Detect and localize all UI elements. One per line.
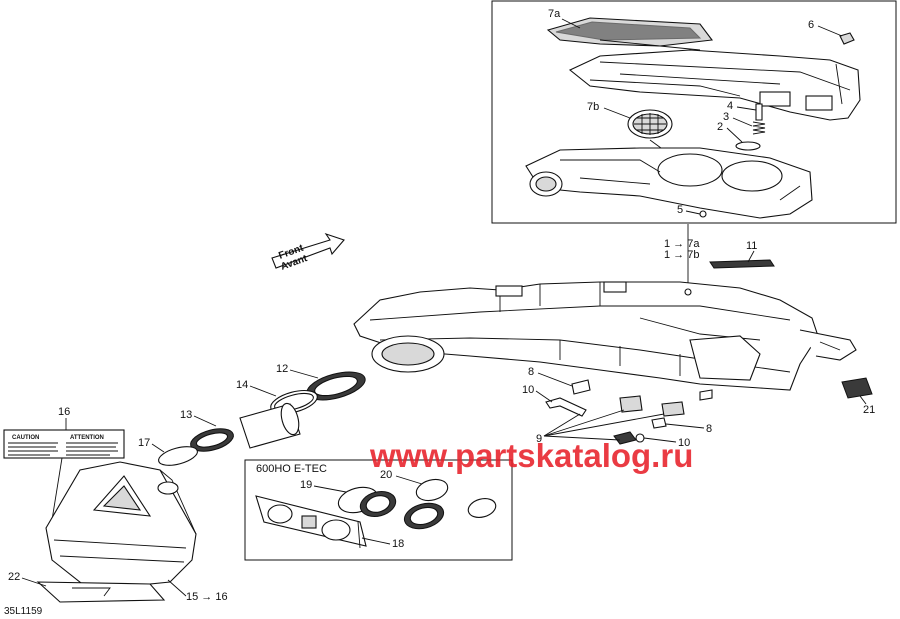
callout-7b: 7b xyxy=(587,101,599,113)
callout-21: 21 xyxy=(863,404,875,416)
leader-9a xyxy=(543,413,581,437)
part-22-pad[interactable] xyxy=(36,581,166,603)
part-airbox-lid-lower[interactable] xyxy=(525,147,813,219)
callout-18: 18 xyxy=(392,538,404,550)
callout-2: 2 xyxy=(717,121,723,133)
callout-8b: 8 xyxy=(706,423,712,435)
front-direction-arrow: Front Avant xyxy=(271,232,345,273)
leader-10b xyxy=(643,437,677,443)
leader-12 xyxy=(289,369,319,379)
part-15-silencer-housing[interactable] xyxy=(45,461,197,591)
part-13-clamp[interactable] xyxy=(188,425,236,456)
part-bracket-pads[interactable] xyxy=(619,389,713,417)
part-12-adaptor-ring[interactable] xyxy=(304,367,368,406)
part-19-boot[interactable] xyxy=(336,483,399,520)
leader-8a xyxy=(537,372,573,387)
callout-1-7a: 1 → 7a xyxy=(664,238,700,250)
leader-4 xyxy=(736,106,757,111)
callout-5: 5 xyxy=(677,204,683,216)
part-3-spring[interactable] xyxy=(752,121,766,135)
part-2-washer[interactable] xyxy=(735,141,761,151)
part-intake-tube[interactable] xyxy=(239,401,302,449)
callout-16: 16 xyxy=(58,406,70,418)
callout-9: 9 xyxy=(536,433,542,445)
part-17-gasket[interactable] xyxy=(157,443,200,469)
leader-7a xyxy=(561,18,581,29)
leader-5 xyxy=(685,210,701,215)
leader-9c xyxy=(543,413,665,437)
part-6-grommet[interactable] xyxy=(839,32,855,45)
variant-inset-frame xyxy=(244,459,513,561)
part-10-strap-lower[interactable] xyxy=(613,431,645,445)
callout-4: 4 xyxy=(727,100,733,112)
callout-7a: 7a xyxy=(548,8,561,20)
part-20-clamps[interactable] xyxy=(402,476,498,533)
leader-16-down xyxy=(51,457,63,521)
leader-10a xyxy=(535,390,553,403)
leader-9d xyxy=(543,435,621,441)
leader-15 xyxy=(167,579,187,597)
callout-3: 3 xyxy=(723,111,729,123)
leader-11 xyxy=(747,250,755,263)
variant-inset-label: 600HO E-TEC xyxy=(256,463,327,475)
leader-14 xyxy=(249,385,277,397)
part-18-plate[interactable] xyxy=(255,495,367,549)
leader-6 xyxy=(817,25,843,37)
leader-20 xyxy=(395,475,423,485)
reference-code: 35L1159 xyxy=(4,606,43,617)
callout-6: 6 xyxy=(808,19,814,31)
part-10-strap-upper[interactable] xyxy=(545,397,587,417)
part-airbox-lid-upper[interactable] xyxy=(568,49,861,121)
leader-9b xyxy=(543,409,625,437)
callout-10b: 10 xyxy=(678,437,690,449)
part-8-clip-upper[interactable] xyxy=(571,379,591,395)
leader-7b xyxy=(603,107,631,119)
leader-18 xyxy=(361,537,391,545)
decal-caution-title: CAUTION xyxy=(12,435,39,441)
callout-10a: 10 xyxy=(522,384,534,396)
part-8-clip-lower[interactable] xyxy=(651,417,667,429)
callout-17: 17 xyxy=(138,437,150,449)
part-11-seal-strip[interactable] xyxy=(709,259,775,269)
watermark-text: www.partskatalog.ru xyxy=(369,437,693,474)
decal-attention-title: ATTENTION xyxy=(70,435,104,441)
leader-13 xyxy=(193,415,217,427)
leader-8b xyxy=(665,423,705,429)
part-7a-cover[interactable] xyxy=(546,17,714,51)
callout-12: 12 xyxy=(276,363,288,375)
leader-21 xyxy=(859,395,867,405)
callout-14: 14 xyxy=(236,379,248,391)
callout-8a: 8 xyxy=(528,366,534,378)
leader-3 xyxy=(732,117,753,127)
leader-2 xyxy=(726,127,743,143)
detail-inset-frame xyxy=(491,0,897,224)
leader-22 xyxy=(21,577,47,587)
callout-22: 22 xyxy=(8,571,20,583)
callout-13: 13 xyxy=(180,409,192,421)
part-7b-filter[interactable] xyxy=(627,109,673,139)
callout-1-7b: 1 → 7b xyxy=(664,249,699,261)
leader-19 xyxy=(313,485,347,493)
leader-17 xyxy=(151,443,165,453)
part-1-airbox-main[interactable] xyxy=(353,281,857,391)
callout-15-16: 15 → 16 xyxy=(186,591,228,603)
callout-11: 11 xyxy=(746,240,757,252)
part-21-pad[interactable] xyxy=(841,377,873,399)
part-16-decal[interactable]: CAUTION ATTENTION xyxy=(3,429,125,459)
callout-20: 20 xyxy=(380,469,392,481)
callout-19: 19 xyxy=(300,479,312,491)
part-4-bolt[interactable] xyxy=(755,103,763,121)
